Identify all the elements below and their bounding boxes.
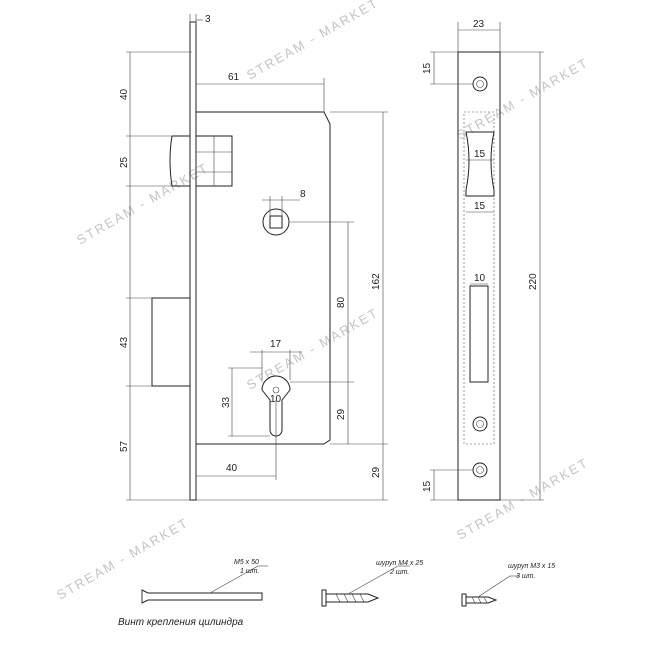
dim-center-distance: 80 bbox=[336, 296, 347, 308]
lock-body-outline bbox=[196, 111, 331, 445]
watermark: STREAM - MARKET bbox=[454, 55, 591, 143]
watermark: STREAM - MARKET bbox=[244, 305, 381, 393]
dim-screw-hole-top: 15 bbox=[422, 62, 433, 74]
screw-hole-top bbox=[472, 76, 488, 92]
fastener-screw-m3: шуруп М3 x 15 3 шт. bbox=[461, 563, 555, 607]
faceplate-edge bbox=[189, 21, 197, 501]
bolt-window bbox=[469, 285, 489, 383]
dim-body-backset: 61 bbox=[228, 72, 240, 83]
cylinder-screw-spec: M5 x 50 bbox=[234, 559, 259, 566]
screw-m3-qty: 3 шт. bbox=[516, 573, 535, 580]
screw-hole-bottom bbox=[472, 462, 488, 478]
dim-screw-hole-bottom: 15 bbox=[422, 480, 433, 492]
spindle-square bbox=[269, 215, 283, 229]
dead-bolt bbox=[151, 297, 191, 387]
dim-cylinder-to-bottom: 29 bbox=[336, 408, 347, 420]
dim-top-offset: 40 bbox=[119, 88, 130, 100]
screw-m3-spec: шуруп М3 x 15 bbox=[508, 563, 555, 570]
left-dimensions: 3 40 25 43 57 61 8 162 80 29 bbox=[119, 14, 388, 501]
cylinder-screw-qty: 1 шт. bbox=[240, 568, 259, 575]
dim-latch-window-1: 15 bbox=[474, 149, 486, 160]
right-dimensions: 23 15 15 15 10 220 15 bbox=[422, 19, 544, 501]
dim-body-height: 162 bbox=[371, 273, 382, 290]
fastener-cylinder-screw: M5 x 50 1 шт. Винт крепления цилиндра bbox=[118, 559, 268, 628]
spindle-hub bbox=[262, 208, 290, 236]
dim-plate-thickness: 3 bbox=[205, 14, 211, 25]
dim-latch-window-2: 15 bbox=[474, 201, 486, 212]
dim-bolt-window: 10 bbox=[474, 273, 486, 284]
dim-spindle-square: 8 bbox=[300, 189, 306, 200]
screw-hole-middle bbox=[472, 416, 488, 432]
cylinder-screw-caption: Винт крепления цилиндра bbox=[118, 617, 244, 628]
cylinder-cutout bbox=[261, 375, 291, 437]
dim-cylinder-hole: 10 bbox=[270, 394, 282, 405]
dim-cylinder-width: 17 bbox=[270, 339, 282, 350]
dim-bottom-extra: 29 bbox=[371, 466, 382, 478]
dim-cylinder-height: 33 bbox=[221, 396, 232, 408]
dim-bottom-offset: 57 bbox=[119, 440, 130, 452]
latch-window bbox=[465, 131, 495, 197]
watermark-layer: STREAM - MARKET STREAM - MARKET STREAM -… bbox=[54, 0, 591, 603]
faceplate-outline bbox=[457, 51, 501, 501]
screw-m4-qty: 2 шт. bbox=[389, 569, 409, 576]
screw-m4-spec: шуруп М4 x 25 bbox=[376, 560, 423, 567]
hidden-body-outline bbox=[463, 111, 495, 445]
faceplate-front-view bbox=[457, 51, 501, 501]
dim-faceplate-width: 23 bbox=[473, 19, 485, 30]
watermark: STREAM - MARKET bbox=[54, 515, 191, 603]
dim-bolt-height: 43 bbox=[119, 336, 130, 348]
dim-latch-height: 25 bbox=[119, 156, 130, 168]
watermark: STREAM - MARKET bbox=[244, 0, 381, 83]
fastener-screw-m4: шуруп М4 x 25 2 шт. bbox=[321, 560, 423, 607]
watermark: STREAM - MARKET bbox=[74, 160, 211, 248]
lock-side-view bbox=[151, 21, 331, 501]
dim-faceplate-height: 220 bbox=[528, 273, 539, 290]
dim-backset: 40 bbox=[226, 463, 238, 474]
watermark: STREAM - MARKET bbox=[454, 455, 591, 543]
